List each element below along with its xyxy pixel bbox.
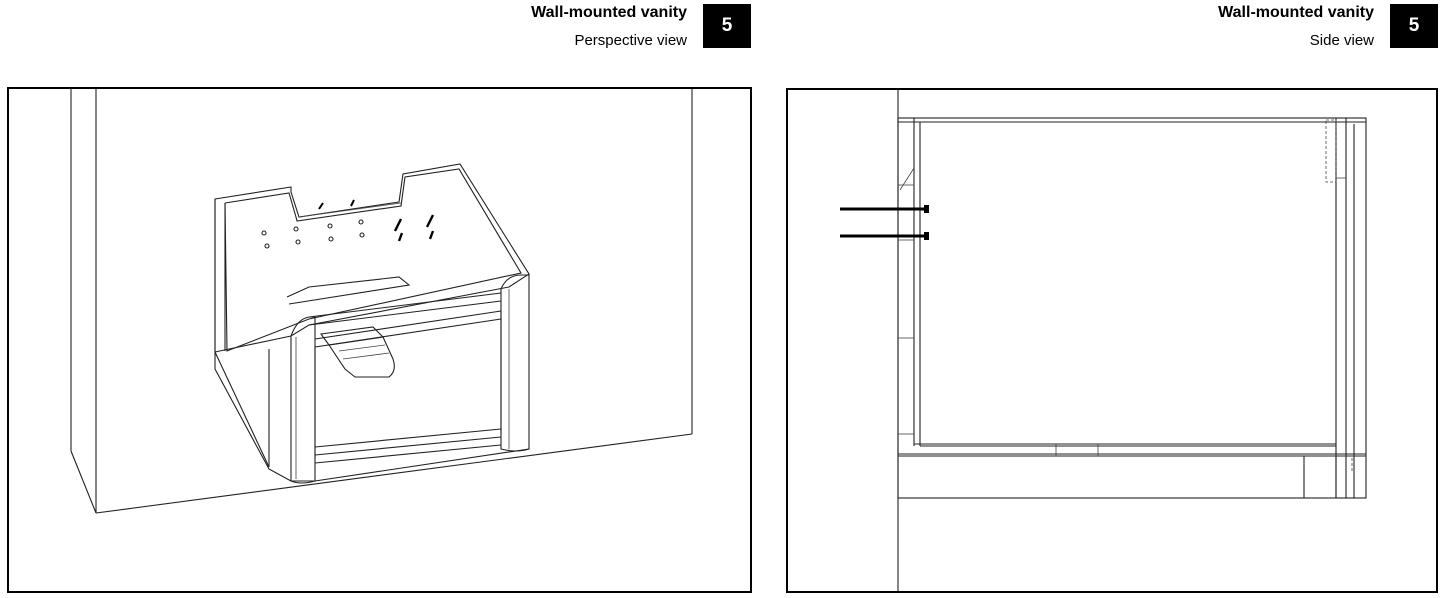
screw-icon <box>261 199 435 249</box>
step-number-badge: 5 <box>703 4 751 48</box>
header-perspective: Wall-mounted vanity Perspective view 5 <box>0 0 751 50</box>
header-side: Wall-mounted vanity Side view 5 <box>790 0 1438 50</box>
vanity-perspective-drawing-icon <box>70 89 693 514</box>
panel-subtitle: Perspective view <box>574 32 687 49</box>
panel-title: Wall-mounted vanity <box>531 4 687 21</box>
screw-icon <box>840 205 929 240</box>
perspective-view-frame <box>7 87 752 593</box>
panel-subtitle: Side view <box>1309 32 1374 49</box>
side-view-frame <box>786 88 1438 593</box>
vanity-side-drawing-icon <box>840 90 1367 591</box>
panel-title: Wall-mounted vanity <box>1218 4 1374 21</box>
step-number-badge: 5 <box>1390 4 1438 48</box>
